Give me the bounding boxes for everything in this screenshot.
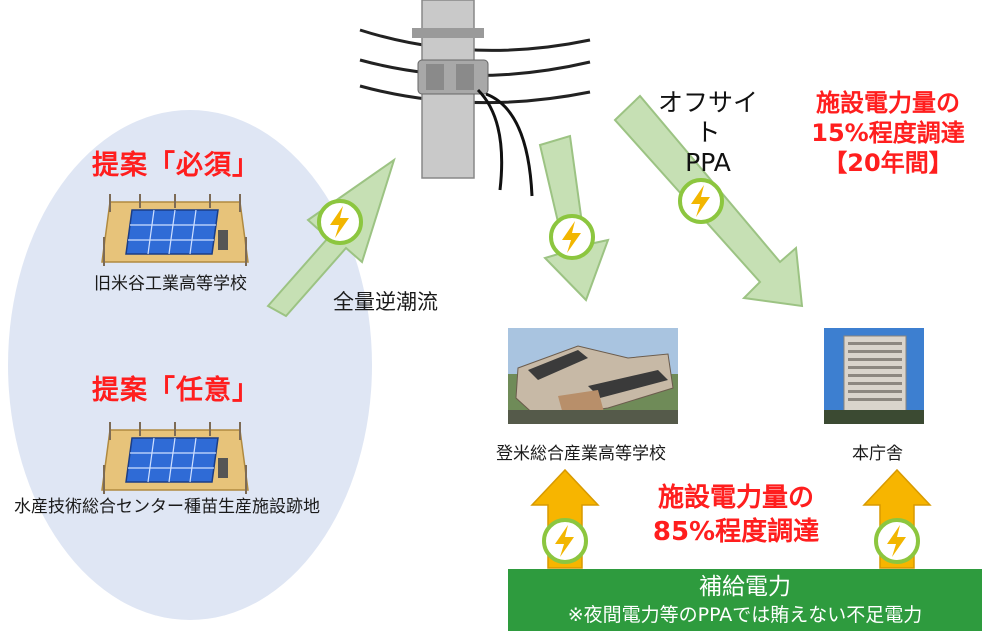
- school-photo: [508, 328, 678, 424]
- site-2-label: 水産技術総合センター種苗生産施設跡地: [14, 497, 320, 517]
- candidate-sites-region: [8, 110, 372, 620]
- offsite-ppa-label: オフサイト PPA: [646, 88, 770, 178]
- site-1-label: 旧米谷工業高等学校: [94, 274, 247, 294]
- procurement-85-label: 施設電力量の 85%程度調達: [626, 481, 846, 549]
- procurement-85-line-1: 施設電力量の: [657, 483, 814, 513]
- procurement-15-line-1: 施設電力量の: [816, 89, 960, 117]
- utility-pole-icon: [359, 0, 591, 197]
- lightning-icon: [874, 518, 920, 564]
- office-label: 本庁舎: [852, 444, 903, 464]
- full-reverse-flow-label: 全量逆潮流: [333, 290, 438, 314]
- supply-power-title: 補給電力: [699, 574, 791, 600]
- office-photo: [824, 328, 924, 424]
- proposal-optional-label: 提案「任意」: [92, 375, 260, 406]
- offsite-ppa-line-2: PPA: [685, 148, 731, 177]
- procurement-85-line-2: 85%程度調達: [652, 517, 820, 547]
- proposal-required-label: 提案「必須」: [92, 150, 260, 181]
- supply-power-subtitle: ※夜間電力等のPPAでは賄えない不足電力: [567, 604, 923, 626]
- school-label: 登米総合産業高等学校: [496, 444, 666, 464]
- lightning-icon: [549, 214, 595, 260]
- lightning-icon: [317, 199, 363, 245]
- procurement-15-line-3: 【20年間】: [823, 149, 953, 177]
- procurement-15-label: 施設電力量の 15%程度調達 【20年間】: [788, 88, 988, 178]
- supply-power-bar: 補給電力 ※夜間電力等のPPAでは賄えない不足電力: [508, 569, 982, 631]
- solar-farm-icon: [101, 194, 249, 266]
- solar-farm-icon: [101, 422, 249, 494]
- lightning-icon: [678, 178, 724, 224]
- offsite-ppa-line-1: オフサイト: [657, 88, 758, 147]
- lightning-icon: [542, 518, 588, 564]
- procurement-15-line-2: 15%程度調達: [811, 119, 965, 147]
